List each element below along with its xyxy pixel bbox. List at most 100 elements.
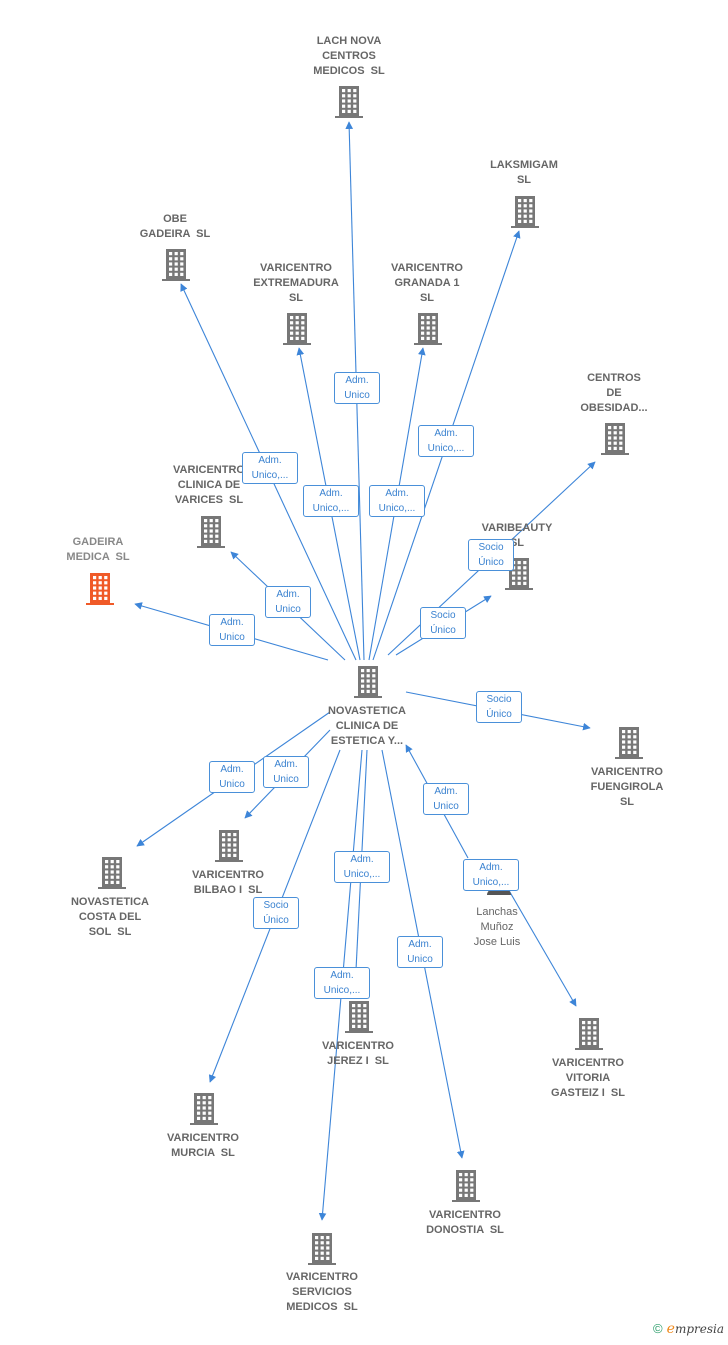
company-building-icon[interactable] [281, 311, 313, 350]
edge-role-label[interactable]: Adm.Unico,... [334, 851, 390, 883]
node-label-bilbao[interactable]: VARICENTRO BILBAO I SL [163, 868, 293, 898]
edge-role-label[interactable]: Adm.Unico [397, 936, 443, 968]
node-label-line: OBE [163, 213, 187, 225]
edge-role-text: Unico [219, 779, 245, 790]
node-label-line: DE [606, 387, 622, 399]
edge-role-label[interactable]: Adm.Unico [209, 614, 255, 646]
node-label-line: CLINICA DE [335, 720, 399, 732]
node-label-line: VARICES SL [174, 494, 244, 506]
company-building-icon[interactable] [333, 84, 365, 123]
highlighted-company-building-icon[interactable] [84, 571, 116, 610]
company-building-icon[interactable] [573, 1016, 605, 1055]
edge-role-label[interactable]: Adm.Unico [334, 372, 380, 404]
edge-role-text: Unico,... [312, 503, 350, 514]
edge-role-text: Adm. [434, 428, 458, 439]
edge-role-label[interactable]: Adm.Unico,... [314, 967, 370, 999]
edge-role-text: Adm. [276, 589, 300, 600]
edge-role-text: Único [430, 625, 456, 636]
company-building-icon[interactable] [306, 1231, 338, 1270]
company-building-icon[interactable] [160, 247, 192, 286]
company-building-icon[interactable] [613, 725, 645, 764]
node-label-line: LAKSMIGAM [490, 159, 558, 171]
company-building-icon[interactable] [509, 194, 541, 233]
company-building-icon[interactable] [599, 421, 631, 460]
edge-role-text: Socio [486, 694, 512, 705]
node-label-line: CENTROS [322, 50, 376, 62]
edge-role-label[interactable]: Adm. Unico,... [303, 485, 359, 517]
node-label-jerez[interactable]: VARICENTRO JEREZ I SL [293, 1039, 423, 1069]
node-label-line: GADEIRA [72, 536, 124, 548]
node-label-line: COSTA DEL [78, 911, 142, 923]
node-label-line: VARICENTRO [167, 1132, 239, 1144]
edge-role-text: Socio [478, 542, 504, 553]
edge-role-text: Único [263, 915, 289, 926]
edge-role-text: Unico [273, 774, 299, 785]
edge-role-label[interactable]: Adm. Unico [263, 756, 309, 788]
node-label-line: VARIBEAUTY [481, 522, 553, 534]
company-building-icon[interactable] [188, 1091, 220, 1130]
node-label-line: ESTETICA Y... [330, 735, 404, 747]
edge-role-label[interactable]: Adm.Unico,... [369, 485, 425, 517]
footer-brand[interactable]: ©empresia [653, 1321, 724, 1337]
node-label-line: EXTREMADURA [253, 277, 339, 289]
edge-role-text: Adm. [319, 488, 343, 499]
edge-role-text: Unico [275, 604, 301, 615]
node-label-line: VARICENTRO [322, 1040, 394, 1052]
node-label-line: VARICENTRO [192, 869, 264, 881]
node-label-line: OBESIDAD... [580, 402, 648, 414]
edge-role-label[interactable]: Adm.Unico,... [418, 425, 474, 457]
edge-role-text: Adm. [434, 786, 458, 797]
edge-role-text: Adm. [408, 939, 432, 950]
edge-role-label[interactable]: Adm. Unico [265, 586, 311, 618]
edge-role-text: Adm. [274, 759, 298, 770]
edge-role-text: Unico,... [323, 985, 361, 996]
company-building-icon[interactable] [412, 311, 444, 350]
node-label-murcia[interactable]: VARICENTRO MURCIA SL [138, 1131, 268, 1161]
node-label-line: MEDICOS SL [286, 1301, 358, 1313]
company-building-icon[interactable] [352, 664, 384, 703]
edge-role-label[interactable]: Adm.Unico,... [463, 859, 519, 891]
node-label-center[interactable]: NOVASTETICA CLINICA DE ESTETICA Y... [302, 704, 432, 749]
node-label-line: SOL SL [88, 926, 132, 938]
edge-role-text: Adm. [345, 375, 369, 386]
company-building-icon[interactable] [450, 1168, 482, 1207]
node-label-line: CLINICA DE [177, 479, 241, 491]
edge-role-text: Unico,... [378, 503, 416, 514]
edge-role-label[interactable]: Adm.Unico,... [242, 452, 298, 484]
node-label-line: GRANADA 1 [394, 277, 460, 289]
company-building-icon[interactable] [195, 514, 227, 553]
edge-role-label[interactable]: Adm.Unico [209, 761, 255, 793]
node-label-line: MURCIA SL [171, 1147, 235, 1159]
node-label-line: NOVASTETICA [327, 705, 407, 717]
node-label-line: GASTEIZ I SL [551, 1087, 625, 1099]
node-label-line: Jose Luis [473, 936, 521, 948]
edge-role-label[interactable]: Adm.Unico [423, 783, 469, 815]
node-label-line: MEDICOS SL [313, 65, 385, 77]
edge-role-text: Socio [430, 610, 456, 621]
node-label-line: JEREZ I SL [327, 1055, 389, 1067]
edge-role-text: Unico,... [343, 869, 381, 880]
company-building-icon[interactable] [213, 828, 245, 867]
company-building-icon[interactable] [96, 855, 128, 894]
node-label-line: SERVICIOS [292, 1286, 352, 1298]
company-building-icon[interactable] [343, 999, 375, 1038]
node-label-line: BILBAO I SL [193, 884, 263, 896]
